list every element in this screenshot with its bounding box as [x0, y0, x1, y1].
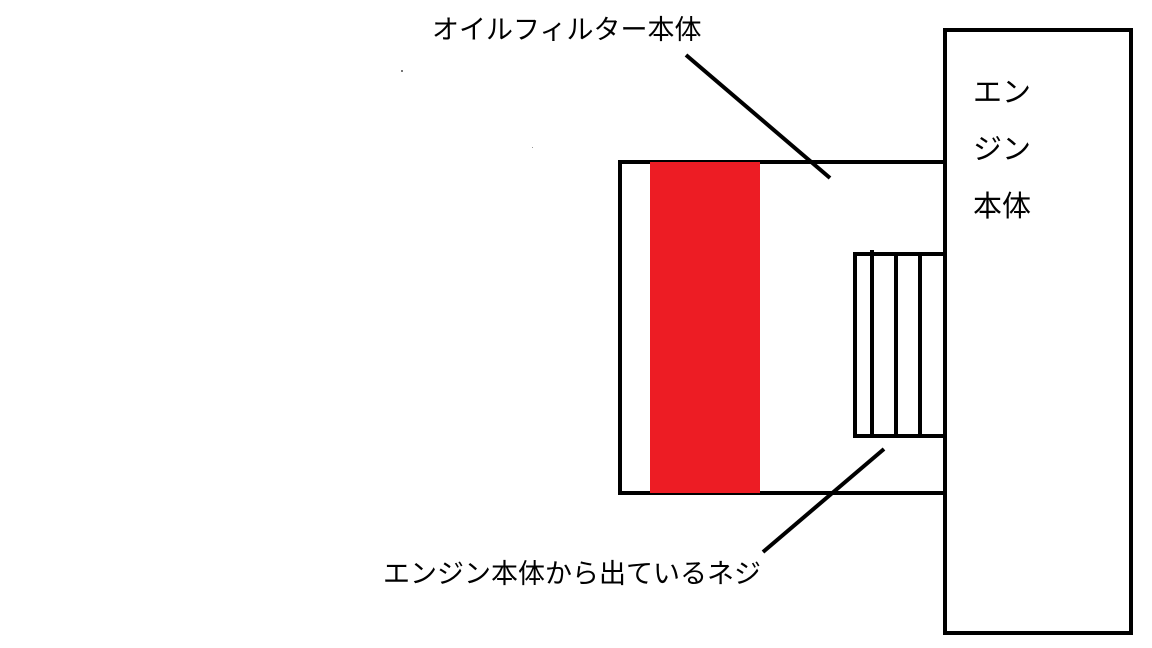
filter-element — [650, 162, 760, 493]
engine-bolt-label: エンジン本体から出ているネジ — [383, 559, 761, 590]
oil-filter-body-label: オイルフィルター本体 — [432, 15, 702, 46]
bolt-leader-line — [761, 447, 886, 554]
speck-dot — [532, 147, 533, 148]
oil-filter-housing — [618, 160, 944, 495]
speck-dot — [401, 70, 403, 72]
filter-leader-line — [684, 53, 832, 180]
engine-bolt — [853, 250, 944, 438]
engine-body-label: エンジン本体 — [972, 75, 1031, 223]
engine-block — [943, 28, 1133, 635]
